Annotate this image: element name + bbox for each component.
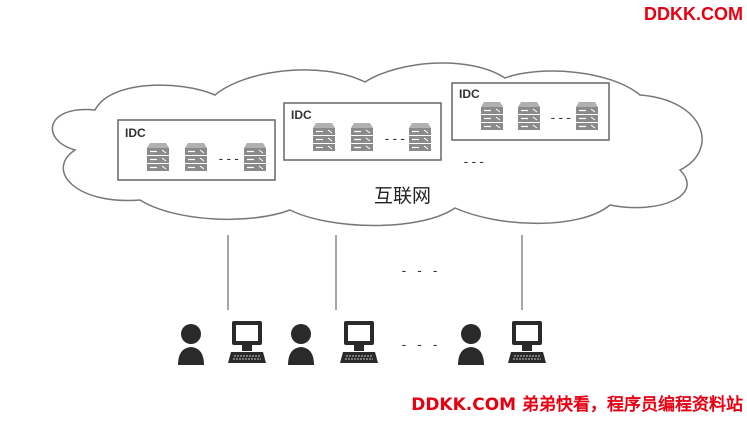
connector-ellipsis: - - - (400, 264, 439, 279)
server-icon (575, 101, 599, 131)
idc-box-1: IDC --- (117, 119, 276, 181)
client-ellipsis: - - - (400, 338, 439, 353)
idc-label-3: IDC (459, 87, 480, 101)
watermark-top: DDKK.COM (644, 4, 743, 24)
idc-box-3: IDC --- (451, 82, 610, 141)
server-icon (517, 101, 541, 131)
user-icon (178, 324, 204, 365)
server-icon (312, 122, 336, 152)
user-icon (288, 324, 314, 365)
server-icon (184, 142, 208, 172)
server-icon (243, 142, 267, 172)
computer-icon (507, 320, 547, 364)
server-icon (480, 101, 504, 131)
server-ellipsis: --- (217, 152, 240, 167)
user-icon (458, 324, 484, 365)
computer-icon (227, 320, 267, 364)
watermark-bottom: DDKK.COM 弟弟快看，程序员编程资料站 (411, 395, 743, 415)
idc-label-1: IDC (125, 126, 146, 140)
server-ellipsis: --- (383, 132, 406, 147)
server-ellipsis: --- (549, 111, 572, 126)
idc-box-2: IDC --- (283, 102, 442, 161)
server-icon (350, 122, 374, 152)
computer-icon (339, 320, 379, 364)
server-icon (408, 122, 432, 152)
server-icon (146, 142, 170, 172)
idc-ellipsis: --- (462, 155, 485, 170)
idc-label-2: IDC (291, 108, 312, 122)
cloud-label: 互联网 (374, 185, 431, 207)
